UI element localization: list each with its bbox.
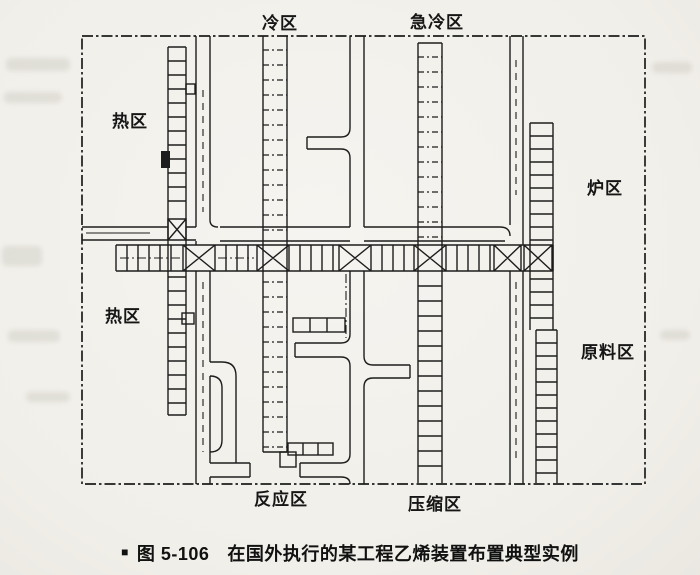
figure-caption: ■ 图 5-106 在国外执行的某工程乙烯装置布置典型实例 — [0, 540, 700, 566]
road-a — [195, 36, 251, 484]
small-equipment — [181, 312, 346, 468]
caption-number: 图 5-106 — [136, 544, 210, 564]
rack-a-road-crossing — [167, 218, 187, 241]
pipe-rack-b — [262, 36, 288, 453]
corridor-x-crossings — [182, 244, 553, 272]
zone-label-raw-material: 原料区 — [581, 342, 635, 362]
pipe-rack-c — [417, 42, 443, 483]
zone-label-cold: 冷区 — [262, 13, 298, 33]
pipe-rack-a — [161, 46, 196, 416]
road-d — [509, 36, 524, 484]
road-b-branch-bottom — [299, 453, 351, 485]
central-pipe-corridor — [115, 244, 554, 272]
zone-label-compression: 压缩区 — [408, 494, 462, 514]
small-rack-1 — [292, 317, 346, 333]
zone-label-quench: 急冷区 — [410, 12, 464, 32]
road-b-stub-upper-left — [306, 127, 351, 159]
road-b — [294, 36, 411, 485]
plant-layout-diagram: 冷区 急冷区 热区 炉区 热区 原料区 反应区 压缩区 — [81, 12, 646, 514]
small-rack-2 — [287, 442, 334, 456]
road-horizontal — [82, 219, 511, 242]
zone-labels: 冷区 急冷区 热区 炉区 热区 原料区 反应区 压缩区 — [105, 12, 635, 514]
rack-a-side-box — [185, 83, 196, 95]
small-box-1 — [279, 451, 297, 468]
small-box-2 — [181, 312, 195, 325]
rack-a-equipment-block — [161, 151, 170, 168]
road-b-branch-left — [294, 333, 351, 367]
zone-label-hot-lower: 热区 — [105, 306, 141, 326]
zone-label-hot-upper: 热区 — [112, 111, 148, 131]
caption-title: 在国外执行的某工程乙烯装置布置典型实例 — [227, 544, 579, 564]
pipe-rack-d — [529, 122, 558, 483]
zone-label-furnace: 炉区 — [587, 178, 623, 198]
road-b-branch-right — [363, 355, 411, 388]
caption-bullet: ■ — [121, 545, 129, 559]
road-a-loop — [210, 361, 237, 463]
road-a-stub — [210, 462, 251, 478]
zone-label-reaction: 反应区 — [254, 489, 308, 509]
